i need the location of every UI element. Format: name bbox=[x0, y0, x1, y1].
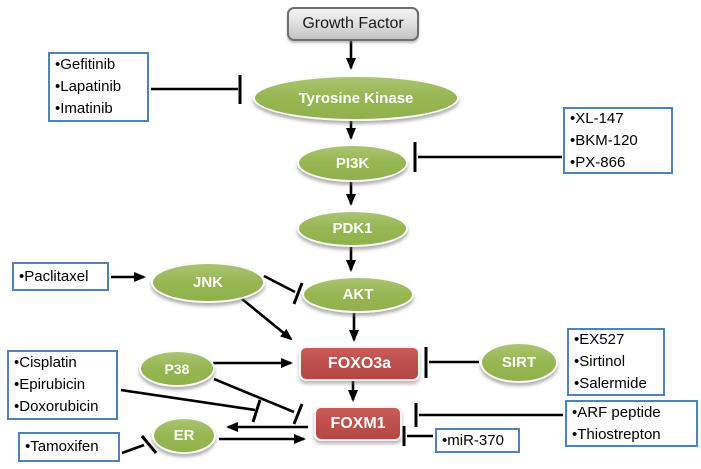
drug-item: •EX527 bbox=[574, 331, 625, 348]
edge-jnk-to-foxo3a-arrow bbox=[241, 297, 293, 341]
drug-box-mir370: •miR-370 bbox=[435, 428, 520, 453]
node-pi3k: PI3K bbox=[297, 144, 408, 182]
drug-item: •Imatinib bbox=[55, 100, 113, 117]
drug-item: •Tamoxifen bbox=[25, 438, 99, 455]
drug-item: •Sirtinol bbox=[574, 353, 626, 370]
drug-box-chemo-agents: •Cisplatin •Epirubicin •Doxorubicin bbox=[7, 350, 118, 420]
node-sirt: SIRT bbox=[480, 342, 558, 383]
edge-cisplatin-inhibits-foxm1-tbar bbox=[120, 388, 262, 423]
node-tyrosine-kinase: Tyrosine Kinase bbox=[253, 75, 459, 121]
node-foxm1: FOXM1 bbox=[314, 406, 402, 441]
drug-item: •Paclitaxel bbox=[19, 267, 89, 285]
drug-item: •PX-866 bbox=[570, 153, 626, 171]
drug-item: •Cisplatin bbox=[14, 354, 77, 371]
node-pdk1: PDK1 bbox=[297, 210, 408, 247]
edge-xl147-inhibits-pi3k-tbar bbox=[413, 142, 562, 172]
node-foxo3a: FOXO3a bbox=[299, 346, 420, 381]
node-jnk: JNK bbox=[151, 262, 265, 303]
drug-box-tyrosine-kinase-inhibitors: •Gefitinib •Lapatinib •Imatinib bbox=[48, 52, 149, 122]
node-growth-factor: Growth Factor bbox=[287, 7, 419, 41]
drug-item: •Gefitinib bbox=[55, 56, 116, 73]
edge-mir370-inhibits-foxm1-tbar bbox=[402, 426, 433, 446]
node-p38: P38 bbox=[139, 350, 215, 387]
drug-item: •miR-370 bbox=[442, 432, 504, 449]
node-er: ER bbox=[152, 417, 216, 454]
drug-item: •Salermide bbox=[574, 375, 647, 392]
drug-box-sirt-inhibitors: •EX527 •Sirtinol •Salermide bbox=[567, 328, 665, 396]
drug-box-paclitaxel: •Paclitaxel bbox=[12, 262, 109, 291]
edge-p38-inhibits-foxm1-tbar bbox=[213, 377, 304, 425]
drug-item: •BKM-120 bbox=[570, 131, 638, 149]
edge-tamoxifen-inhibits-er-tbar bbox=[121, 435, 158, 455]
drug-item: •Epirubicin bbox=[14, 376, 86, 393]
edge-jnk-inhibits-akt-tbar bbox=[263, 274, 304, 305]
drug-item: •Thiostrepton bbox=[572, 425, 661, 443]
node-akt: AKT bbox=[302, 276, 414, 313]
edge-sirt-inhibits-foxo3a-tbar bbox=[424, 347, 479, 378]
edge-gefitinib-inhibits-tyrosinekinase-tbar bbox=[151, 75, 242, 104]
edge-arfpeptide-inhibits-foxm1-tbar bbox=[414, 403, 563, 427]
drug-item: •XL-147 bbox=[570, 109, 624, 127]
drug-box-tamoxifen: •Tamoxifen bbox=[18, 432, 120, 462]
drug-item: •Lapatinib bbox=[55, 78, 122, 95]
drug-item: •ARF peptide bbox=[572, 403, 661, 421]
drug-box-foxm1-inhibitors: •ARF peptide •Thiostrepton bbox=[565, 400, 698, 447]
drug-item: •Doxorubicin bbox=[14, 398, 99, 415]
drug-box-pi3k-inhibitors: •XL-147 •BKM-120 •PX-866 bbox=[563, 107, 673, 174]
